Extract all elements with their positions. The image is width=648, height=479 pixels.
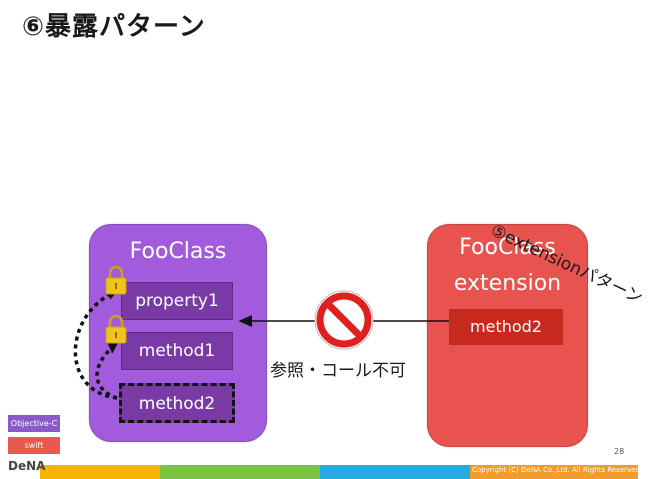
extension-title-line1: FooClass (459, 235, 556, 260)
copyright-text: Copyright (C) DeNA Co.,Ltd. All Rights R… (472, 466, 642, 474)
footer-color-bar (40, 465, 638, 479)
method2-box: method2 (119, 383, 235, 423)
page-number: 28 (614, 447, 625, 456)
dena-logo: DeNA (8, 459, 46, 473)
legend-swift: swift (8, 437, 60, 454)
property1-box: property1 (121, 282, 233, 320)
call-arrow-to-property (73, 290, 118, 400)
arrow-label: 参照・コール不可 (270, 361, 406, 381)
method1-box: method1 (121, 332, 233, 370)
extension-title-line2: extension (453, 271, 562, 296)
page-title: ⑥暴露パターン (22, 12, 206, 42)
legend-objc: Objective-C (8, 415, 60, 432)
lock-icon (105, 265, 127, 295)
lock-icon (105, 314, 127, 344)
extension-method2-box: method2 (449, 309, 563, 345)
fooclass-title: FooClass (129, 239, 227, 264)
prohibited-icon (314, 290, 374, 350)
call-arrow-to-method1 (95, 344, 118, 400)
